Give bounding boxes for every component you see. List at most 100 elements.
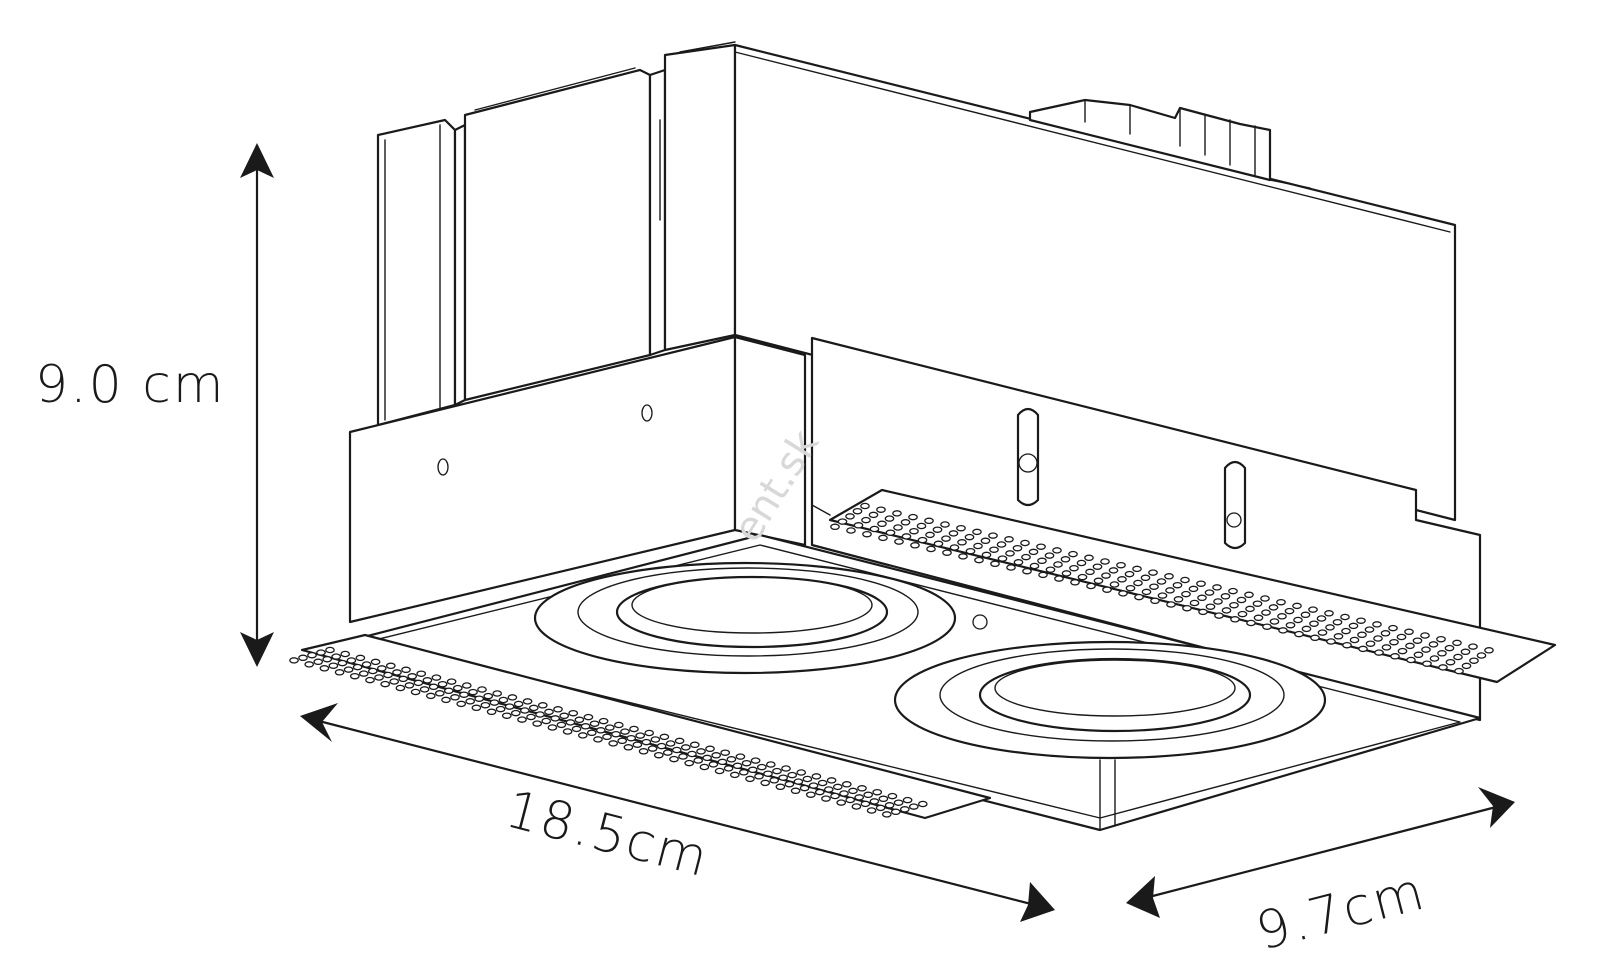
perforation-hole [790, 787, 801, 795]
perforation-hole [894, 538, 904, 545]
perforation-hole [1173, 596, 1184, 603]
perforation-hole [425, 692, 436, 700]
perforation-hole [1397, 647, 1408, 655]
perforation-hole [980, 537, 991, 545]
perforation-hole [772, 767, 782, 775]
perforation-hole [1125, 584, 1136, 592]
perforation-hole [799, 784, 810, 792]
perforation-hole [367, 667, 378, 675]
perforation-hole [1229, 601, 1239, 609]
perforation-hole [602, 733, 612, 741]
perforation-hole [1044, 552, 1055, 559]
perforation-hole [456, 700, 467, 708]
perforation-hole [623, 744, 634, 751]
perforation-hole [1357, 631, 1367, 639]
perforation-hole [1100, 558, 1110, 565]
mounting-slot [1016, 407, 1040, 507]
perforation-hole [1380, 630, 1391, 637]
perforation-hole [957, 539, 967, 546]
perforation-hole [1422, 660, 1432, 667]
perforation-hole [507, 694, 518, 701]
perforation-hole [848, 787, 858, 795]
perforation-hole [562, 728, 573, 735]
perforation-hole [1293, 616, 1303, 624]
perforation-hole [611, 730, 621, 738]
perforation-hole [544, 708, 554, 716]
perforation-hole [908, 803, 919, 810]
perforation-hole [892, 510, 902, 517]
perforation-hole [778, 774, 789, 781]
perforation-hole [872, 788, 883, 796]
perforation-hole [665, 740, 676, 747]
perforation-hole [1022, 567, 1032, 575]
perforation-hole [589, 720, 600, 727]
perforation-hole [832, 783, 843, 791]
perforation-hole [884, 515, 895, 522]
perforation-hole [1252, 600, 1263, 607]
perforation-hole [868, 511, 879, 519]
perforation-hole [917, 800, 928, 808]
perforation-hole [711, 752, 722, 759]
perforation-hole [948, 530, 959, 537]
perforation-hole [1054, 575, 1064, 582]
perforation-hole [851, 803, 862, 810]
perforation-hole [684, 759, 695, 767]
perforation-hole [365, 676, 375, 684]
perforation-hole [720, 749, 731, 756]
perforation-hole [519, 707, 530, 714]
perforation-hole [1244, 591, 1254, 599]
perforation-hole [307, 651, 317, 659]
perforation-hole [370, 658, 381, 666]
perforation-hole [650, 736, 661, 743]
perforation-hole [1310, 634, 1320, 642]
perforation-hole [1358, 645, 1368, 653]
perforation-hole [802, 775, 813, 783]
perforation-hole [495, 705, 506, 713]
perforation-hole [1076, 559, 1087, 567]
perforation-hole [635, 732, 646, 739]
perforation-hole [328, 662, 339, 669]
perforation-hole [398, 675, 409, 683]
perforation-hole [556, 721, 567, 729]
perforation-hole [1029, 562, 1040, 570]
height-dimension: 9.0 cm [35, 143, 274, 667]
perforation-hole [319, 665, 330, 672]
perforation-hole [547, 724, 558, 731]
perforation-hole [419, 686, 430, 693]
perforation-hole [647, 745, 658, 752]
perforation-hole [1038, 571, 1048, 579]
perforation-hole [1109, 581, 1120, 588]
perforation-hole [708, 761, 719, 768]
perforation-hole [1021, 553, 1031, 561]
perforation-hole [956, 524, 966, 532]
perforation-hole [1204, 589, 1215, 596]
perforation-hole [526, 713, 536, 721]
perforation-hole [972, 528, 982, 536]
perforation-hole [380, 680, 391, 688]
perforation-hole [1093, 577, 1104, 585]
perforation-hole [1020, 539, 1030, 547]
perforation-hole [846, 527, 856, 534]
perforation-hole [304, 661, 315, 668]
perforation-hole [781, 765, 791, 772]
perforation-hole [1461, 662, 1472, 670]
perforation-hole [735, 753, 746, 760]
perforation-hole [680, 744, 691, 751]
perforation-hole [1101, 572, 1111, 579]
perforation-hole [595, 727, 606, 734]
perforation-hole [687, 750, 697, 758]
perforation-hole [385, 662, 396, 670]
perforation-hole [1189, 599, 1200, 607]
perforation-hole [1013, 559, 1024, 566]
perforation-hole [468, 688, 478, 696]
perforation-hole [565, 719, 576, 726]
perforation-hole [964, 533, 975, 541]
perforation-hole [726, 756, 737, 763]
perforation-hole [1317, 629, 1328, 636]
perforation-hole [997, 555, 1008, 562]
perforation-hole [1373, 635, 1383, 642]
perforation-hole [1348, 622, 1359, 630]
perforation-hole [717, 758, 728, 766]
perforation-hole [1406, 656, 1416, 664]
perforation-hole [1253, 614, 1264, 622]
